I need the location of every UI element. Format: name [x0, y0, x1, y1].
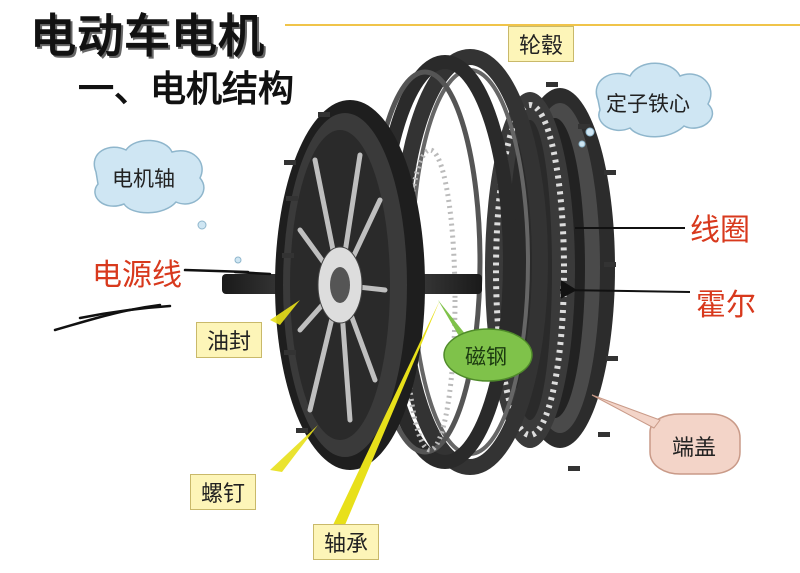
label-stator-core: 定子铁心	[606, 92, 690, 116]
section-subtitle: 一、电机结构	[78, 69, 295, 110]
label-oil-seal: 油封	[196, 322, 263, 358]
label-hall: 霍尔	[696, 288, 756, 323]
cloud-stator-core-shape	[578, 62, 714, 148]
scribble-marks	[53, 268, 272, 332]
label-bearing: 轴承	[313, 524, 380, 560]
label-end-cover: 端盖	[672, 436, 717, 461]
end-cover-callout-shape	[591, 394, 741, 475]
magnet-ring	[402, 147, 458, 453]
leader-lines	[559, 227, 691, 299]
page-title: 电动车电机	[30, 9, 265, 63]
header-rule	[285, 24, 800, 26]
end-cover-left	[275, 100, 425, 470]
screws	[282, 82, 618, 471]
label-magnet: 磁钢	[465, 345, 507, 369]
cloud-motor-shaft-shape	[93, 139, 242, 264]
label-hub: 轮毂	[508, 26, 575, 62]
label-screw: 螺钉	[190, 474, 257, 510]
label-coil: 线圈	[690, 213, 750, 248]
label-power-cable: 电源线	[92, 258, 182, 293]
label-motor-shaft: 电机轴	[112, 167, 175, 191]
magnet-callout-shape	[443, 328, 533, 382]
